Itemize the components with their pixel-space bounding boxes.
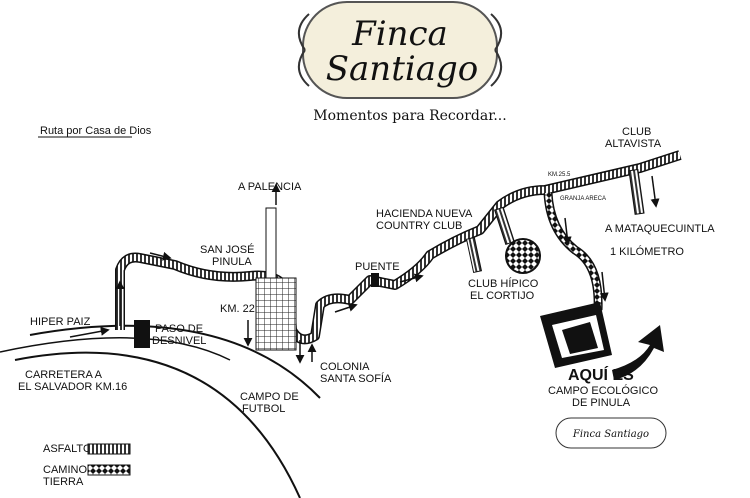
- logo-frame: [302, 1, 498, 99]
- road-club-hipico: [494, 206, 515, 245]
- label-hacienda-1: HACIENDA NUEVA: [376, 208, 473, 220]
- label-carretera-2: EL SALVADOR KM.16: [18, 381, 127, 393]
- logo-title-line1: Finca: [351, 14, 448, 54]
- tagline: Momentos para Recordar...: [313, 108, 506, 124]
- san-jose-pinula-grid: [255, 277, 297, 351]
- label-campo-futbol-1: CAMPO DE: [240, 391, 299, 403]
- label-colonia-1: COLONIA: [320, 361, 370, 373]
- label-a-mataquescuintla: A MATAQUECUINTLA: [605, 223, 715, 235]
- label-campo-ecologico-2: DE PINULA: [572, 397, 631, 409]
- stamp-text: Finca Santiago: [572, 429, 649, 440]
- label-paso-1: PASO DE: [155, 323, 203, 335]
- label-paso-2: DESNIVEL: [152, 335, 206, 347]
- route-title: Ruta por Casa de Dios: [40, 125, 152, 137]
- carretera-road-edge-top: [14, 351, 301, 498]
- legend-camino-swatch: [87, 464, 131, 476]
- label-hiper-paiz: HIPER PAIZ: [30, 316, 91, 328]
- arrow-route-1: [334, 303, 358, 313]
- logo-title-line2: Santiago: [326, 49, 479, 89]
- legend: ASFALTO CAMINO TIERRA: [43, 443, 131, 488]
- label-san-jose-2: PINULA: [212, 256, 252, 268]
- puente-block: [371, 273, 379, 287]
- legend-camino-label-1: CAMINO: [43, 464, 87, 476]
- label-club-hipico-2: EL CORTIJO: [470, 290, 535, 302]
- label-colonia-2: SANTA SOFÍA: [320, 372, 392, 385]
- club-hipico-circle: [505, 238, 541, 274]
- label-a-palencia: A PALENCIA: [238, 181, 302, 193]
- logo-flourish: [298, 13, 502, 87]
- label-campo-futbol-2: FUTBOL: [242, 403, 285, 415]
- label-aqui-es: AQUÍ ES: [568, 365, 634, 384]
- campo-ecologico-site: [540, 302, 612, 368]
- finca-santiago-logo: Finca Santiago: [298, 1, 502, 99]
- label-puente: PUENTE: [355, 261, 400, 273]
- asphalt-route: [116, 151, 682, 343]
- aqui-es-arrow: [612, 325, 664, 380]
- road-hacienda: [465, 236, 483, 274]
- label-club-altavista-2: ALTAVISTA: [605, 138, 662, 150]
- label-club-altavista-1: CLUB: [622, 126, 651, 138]
- label-campo-ecologico-1: CAMPO ECOLÓGICO: [548, 384, 658, 397]
- label-km-22: KM. 22: [220, 303, 255, 315]
- road-a-palencia: [265, 207, 277, 279]
- arrow-hiper-paiz: [69, 326, 110, 338]
- road-mataquescuintla: [628, 168, 645, 215]
- arrow-mataquescuintla: [650, 175, 660, 208]
- carretera-center: [0, 337, 231, 361]
- dirt-road: [545, 192, 602, 311]
- label-club-hipico-1: CLUB HÍPICO: [468, 277, 539, 290]
- legend-asfalto-swatch: [87, 443, 131, 455]
- label-granja-areca: GRANJA ARECA: [560, 196, 606, 202]
- label-un-kilometro: 1 KILÓMETRO: [610, 245, 684, 258]
- carretera-road-edge-bottom: [29, 324, 321, 399]
- label-km-25-5: KM.25.5: [548, 172, 571, 178]
- arrow-route-3: [149, 251, 172, 261]
- label-hacienda-2: COUNTRY CLUB: [376, 220, 462, 232]
- legend-asfalto-label: ASFALTO: [43, 443, 92, 455]
- label-carretera-1: CARRETERA A: [25, 369, 103, 381]
- arrow-kilometro: [599, 271, 609, 302]
- finca-santiago-stamp: Finca Santiago: [555, 417, 667, 449]
- legend-camino-label-2: TIERRA: [43, 476, 84, 488]
- label-san-jose-1: SAN JOSÉ: [200, 243, 254, 256]
- arrow-dirt-road: [562, 217, 572, 246]
- paso-desnivel-block: [134, 320, 150, 348]
- arrow-route-2: [399, 273, 424, 283]
